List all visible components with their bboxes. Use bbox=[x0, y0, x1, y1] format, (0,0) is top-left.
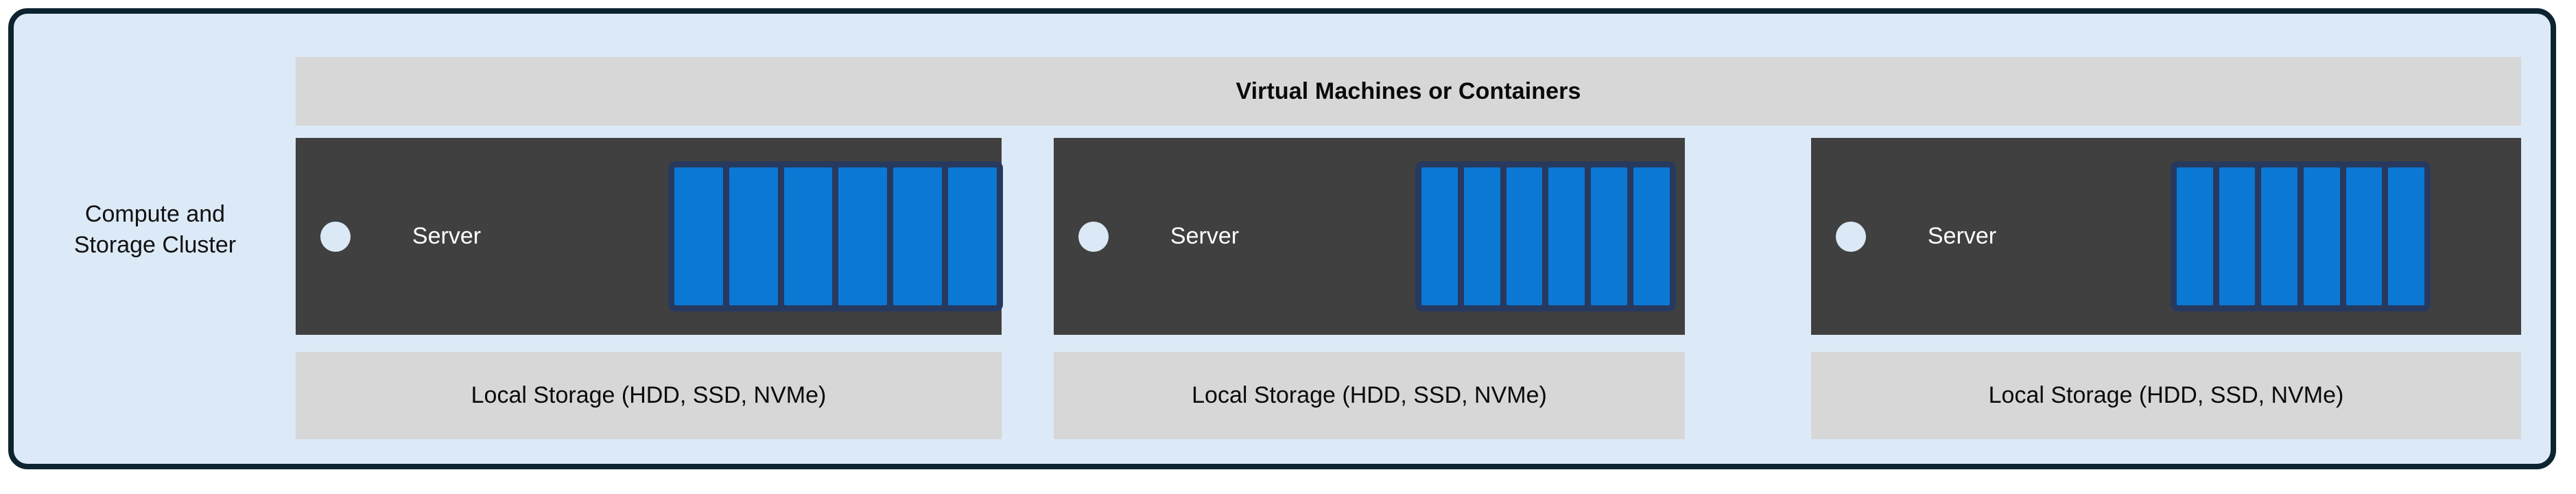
server-status-dot-icon bbox=[1836, 221, 1866, 252]
disk-6 bbox=[2388, 167, 2425, 305]
disk-array-1 bbox=[668, 161, 1003, 311]
disk-4 bbox=[1548, 167, 1585, 305]
disk-1 bbox=[674, 167, 723, 305]
disk-2 bbox=[2219, 167, 2256, 305]
disk-array-2 bbox=[1415, 161, 1676, 311]
disk-4 bbox=[838, 167, 888, 305]
local-storage-strip-2: Local Storage (HDD, SSD, NVMe) bbox=[1054, 352, 1685, 439]
disk-2 bbox=[729, 167, 778, 305]
disk-2 bbox=[1463, 167, 1500, 305]
local-storage-strip-3: Local Storage (HDD, SSD, NVMe) bbox=[1811, 352, 2521, 439]
server-box-1[interactable]: Server bbox=[296, 138, 1003, 335]
server-status-dot-icon bbox=[320, 221, 351, 252]
cluster-label: Compute and Storage Cluster bbox=[73, 201, 237, 258]
server-label-1: Server bbox=[412, 223, 482, 249]
disk-3 bbox=[783, 167, 833, 305]
local-storage-label-3: Local Storage (HDD, SSD, NVMe) bbox=[1988, 382, 2344, 408]
disk-1 bbox=[2177, 167, 2213, 305]
disk-array-3 bbox=[2171, 161, 2431, 311]
cluster-node-2: Server Local Storage (HDD, SSD, NVMe) bbox=[1054, 14, 1685, 439]
disk-6 bbox=[1633, 167, 1670, 305]
disk-5 bbox=[893, 167, 943, 305]
server-box-3[interactable]: Server bbox=[1811, 138, 2521, 335]
cluster-node-1: Server Local Storage (HDD, SSD, NVMe) bbox=[296, 14, 1003, 439]
local-storage-label-2: Local Storage (HDD, SSD, NVMe) bbox=[1192, 382, 1547, 408]
server-label-3: Server bbox=[1927, 223, 1997, 249]
disk-5 bbox=[2345, 167, 2383, 305]
virtual-machines-band-label: Virtual Machines or Containers bbox=[1236, 78, 1581, 104]
server-label-2: Server bbox=[1170, 223, 1240, 249]
server-status-dot-icon bbox=[1078, 221, 1109, 252]
disk-6 bbox=[948, 167, 997, 305]
compute-storage-cluster-container: Compute and Storage Cluster Virtual Mach… bbox=[8, 8, 2556, 469]
disk-4 bbox=[2304, 167, 2340, 305]
local-storage-strip-1: Local Storage (HDD, SSD, NVMe) bbox=[296, 352, 1002, 439]
disk-1 bbox=[1421, 167, 1458, 305]
disk-3 bbox=[2261, 167, 2298, 305]
local-storage-label-1: Local Storage (HDD, SSD, NVMe) bbox=[471, 382, 827, 408]
cluster-node-3: Server Local Storage (HDD, SSD, NVMe) bbox=[1811, 14, 2521, 439]
virtual-machines-band: Virtual Machines or Containers bbox=[296, 57, 2521, 126]
disk-5 bbox=[1591, 167, 1628, 305]
disk-3 bbox=[1506, 167, 1543, 305]
server-box-2[interactable]: Server bbox=[1054, 138, 1685, 335]
